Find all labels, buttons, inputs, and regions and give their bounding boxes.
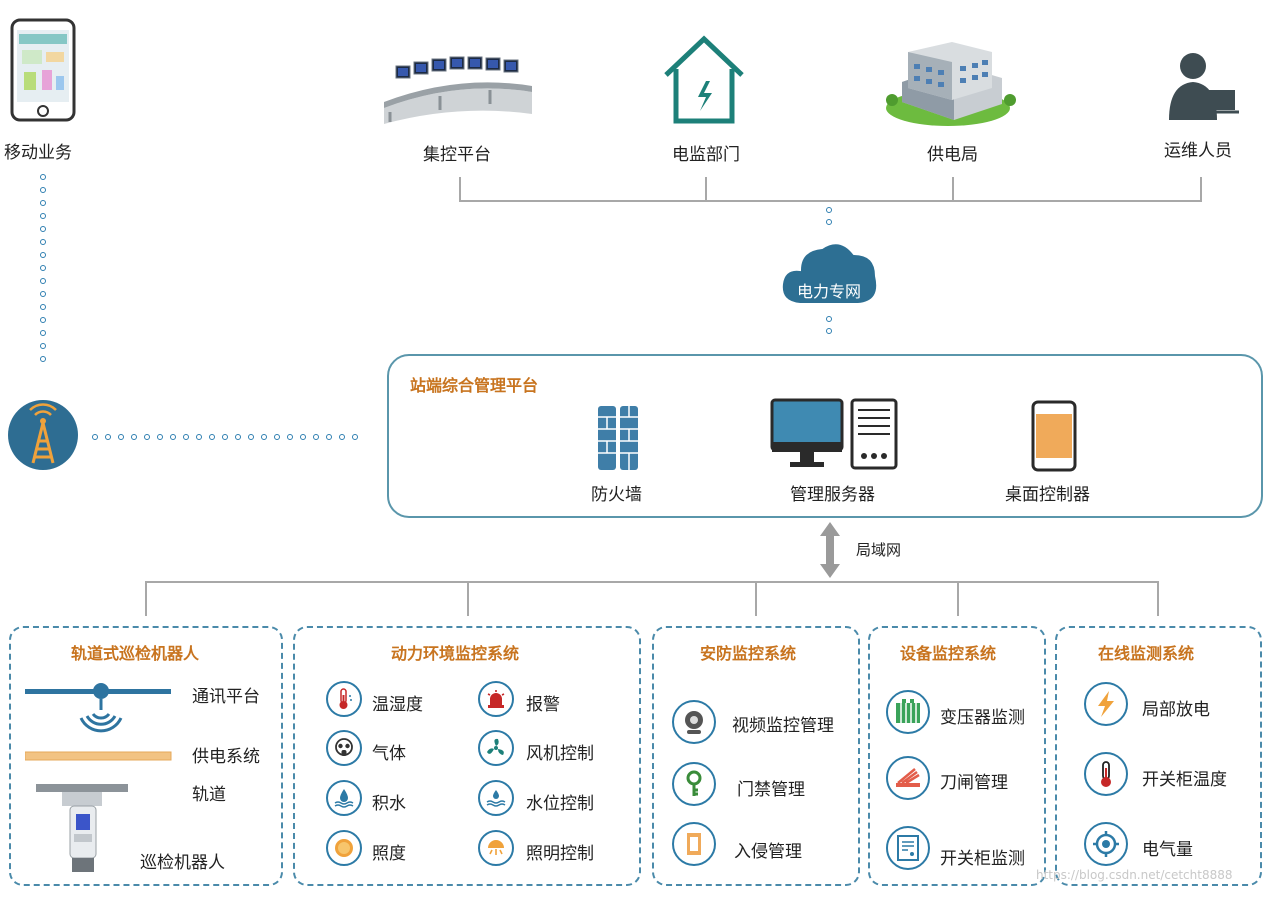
- cloud-icon: [778, 232, 882, 310]
- alarm-siren-icon: [478, 681, 514, 717]
- platform-item-server: 管理服务器: [790, 485, 875, 505]
- station-platform-box: [387, 354, 1263, 518]
- mobile-label: 移动业务: [4, 143, 72, 163]
- top-bus-line: [459, 177, 1202, 202]
- robot-item-track: 轨道: [192, 785, 226, 805]
- online-title: 在线监测系统: [1098, 644, 1195, 663]
- security-video-label: 视频监控管理: [732, 716, 834, 736]
- inspection-robot-icon: [36, 778, 128, 876]
- transformer-icon: [886, 690, 930, 734]
- lighting-lamp-icon: [478, 830, 514, 866]
- security-system-box: [652, 626, 860, 886]
- fan-icon: [478, 730, 514, 766]
- disconnect-switch-icon: [886, 756, 930, 800]
- power-env-fan-label: 风机控制: [526, 744, 594, 764]
- power-env-water-label: 积水: [372, 794, 406, 814]
- platform-title: 站端综合管理平台: [410, 376, 539, 395]
- node-label-control-platform: 集控平台: [423, 145, 491, 165]
- cloud-dotted-connector-bottom: [826, 316, 834, 334]
- signal-tower-icon: [7, 399, 79, 471]
- switch-cabinet-icon: [886, 826, 930, 870]
- equipment-transformer-label: 变压器监测: [940, 708, 1025, 728]
- security-title: 安防监控系统: [700, 644, 797, 663]
- bottom-bus-line: [145, 581, 1159, 616]
- cloud-dotted-connector-top: [826, 207, 834, 225]
- node-label-power-bureau: 供电局: [927, 145, 978, 165]
- online-cabinet-temp-label: 开关柜温度: [1142, 770, 1227, 790]
- lan-label: 局域网: [856, 541, 902, 559]
- platform-item-desktop-controller: 桌面控制器: [1005, 485, 1090, 505]
- access-key-icon: [672, 762, 716, 806]
- power-env-alarm-label: 报警: [526, 695, 560, 715]
- desktop-controller-icon: [1031, 400, 1077, 472]
- tower-dotted-connector: [92, 434, 358, 440]
- node-label-operators: 运维人员: [1164, 141, 1232, 161]
- node-label-power-supervision: 电监部门: [672, 145, 740, 165]
- power-env-lighting-label: 照明控制: [526, 844, 594, 864]
- equipment-cabinet-label: 开关柜监测: [940, 849, 1025, 869]
- lightning-bolt-icon: [1084, 682, 1128, 726]
- power-env-illuminance-label: 照度: [372, 844, 406, 864]
- robot-system-box: [9, 626, 283, 886]
- power-env-gas-label: 气体: [372, 744, 406, 764]
- firewall-icon: [597, 405, 639, 471]
- gas-mask-icon: [326, 730, 362, 766]
- robot-item-inspection-robot: 巡检机器人: [140, 853, 225, 873]
- lan-double-arrow-icon: [820, 522, 840, 578]
- online-system-box: [1055, 626, 1262, 886]
- cabinet-temperature-icon: [1084, 752, 1128, 796]
- video-camera-icon: [672, 700, 716, 744]
- robot-item-comm-platform: 通讯平台: [192, 687, 260, 707]
- mobile-dotted-connector: [40, 174, 48, 362]
- power-env-title: 动力环境监控系统: [391, 644, 520, 663]
- platform-item-firewall: 防火墙: [591, 485, 642, 505]
- power-env-water-level-label: 水位控制: [526, 794, 594, 814]
- cloud-label: 电力专网: [797, 282, 862, 301]
- thermometer-icon: [326, 681, 362, 717]
- robot-system-title: 轨道式巡检机器人: [71, 644, 200, 663]
- intrusion-door-icon: [672, 822, 716, 866]
- electrical-quantity-icon: [1084, 822, 1128, 866]
- equipment-switch-label: 刀闸管理: [940, 773, 1008, 793]
- control-center-icon: [380, 52, 535, 124]
- power-supply-rail-icon: [24, 746, 173, 761]
- power-bureau-building-icon: [882, 38, 1020, 130]
- security-intrusion-label: 入侵管理: [734, 842, 802, 862]
- power-env-temperature-label: 温湿度: [372, 695, 423, 715]
- mobile-phone-icon: [10, 18, 76, 122]
- water-level-icon: [478, 780, 514, 816]
- online-partial-discharge-label: 局部放电: [1142, 700, 1210, 720]
- robot-item-power-supply: 供电系统: [192, 747, 260, 767]
- security-access-label: 门禁管理: [737, 780, 805, 800]
- power-house-icon: [660, 33, 748, 125]
- power-env-system-box: [293, 626, 641, 886]
- server-monitor-icon: [770, 398, 900, 472]
- online-electrical-label: 电气量: [1142, 840, 1193, 860]
- illuminance-sun-icon: [326, 830, 362, 866]
- operator-person-icon: [1165, 50, 1241, 120]
- watermark-text: https://blog.csdn.net/cetcht8888: [1036, 868, 1233, 882]
- equipment-title: 设备监控系统: [900, 644, 997, 663]
- comm-platform-icon: [25, 680, 173, 736]
- equipment-system-box: [868, 626, 1046, 886]
- water-accumulation-icon: [326, 780, 362, 816]
